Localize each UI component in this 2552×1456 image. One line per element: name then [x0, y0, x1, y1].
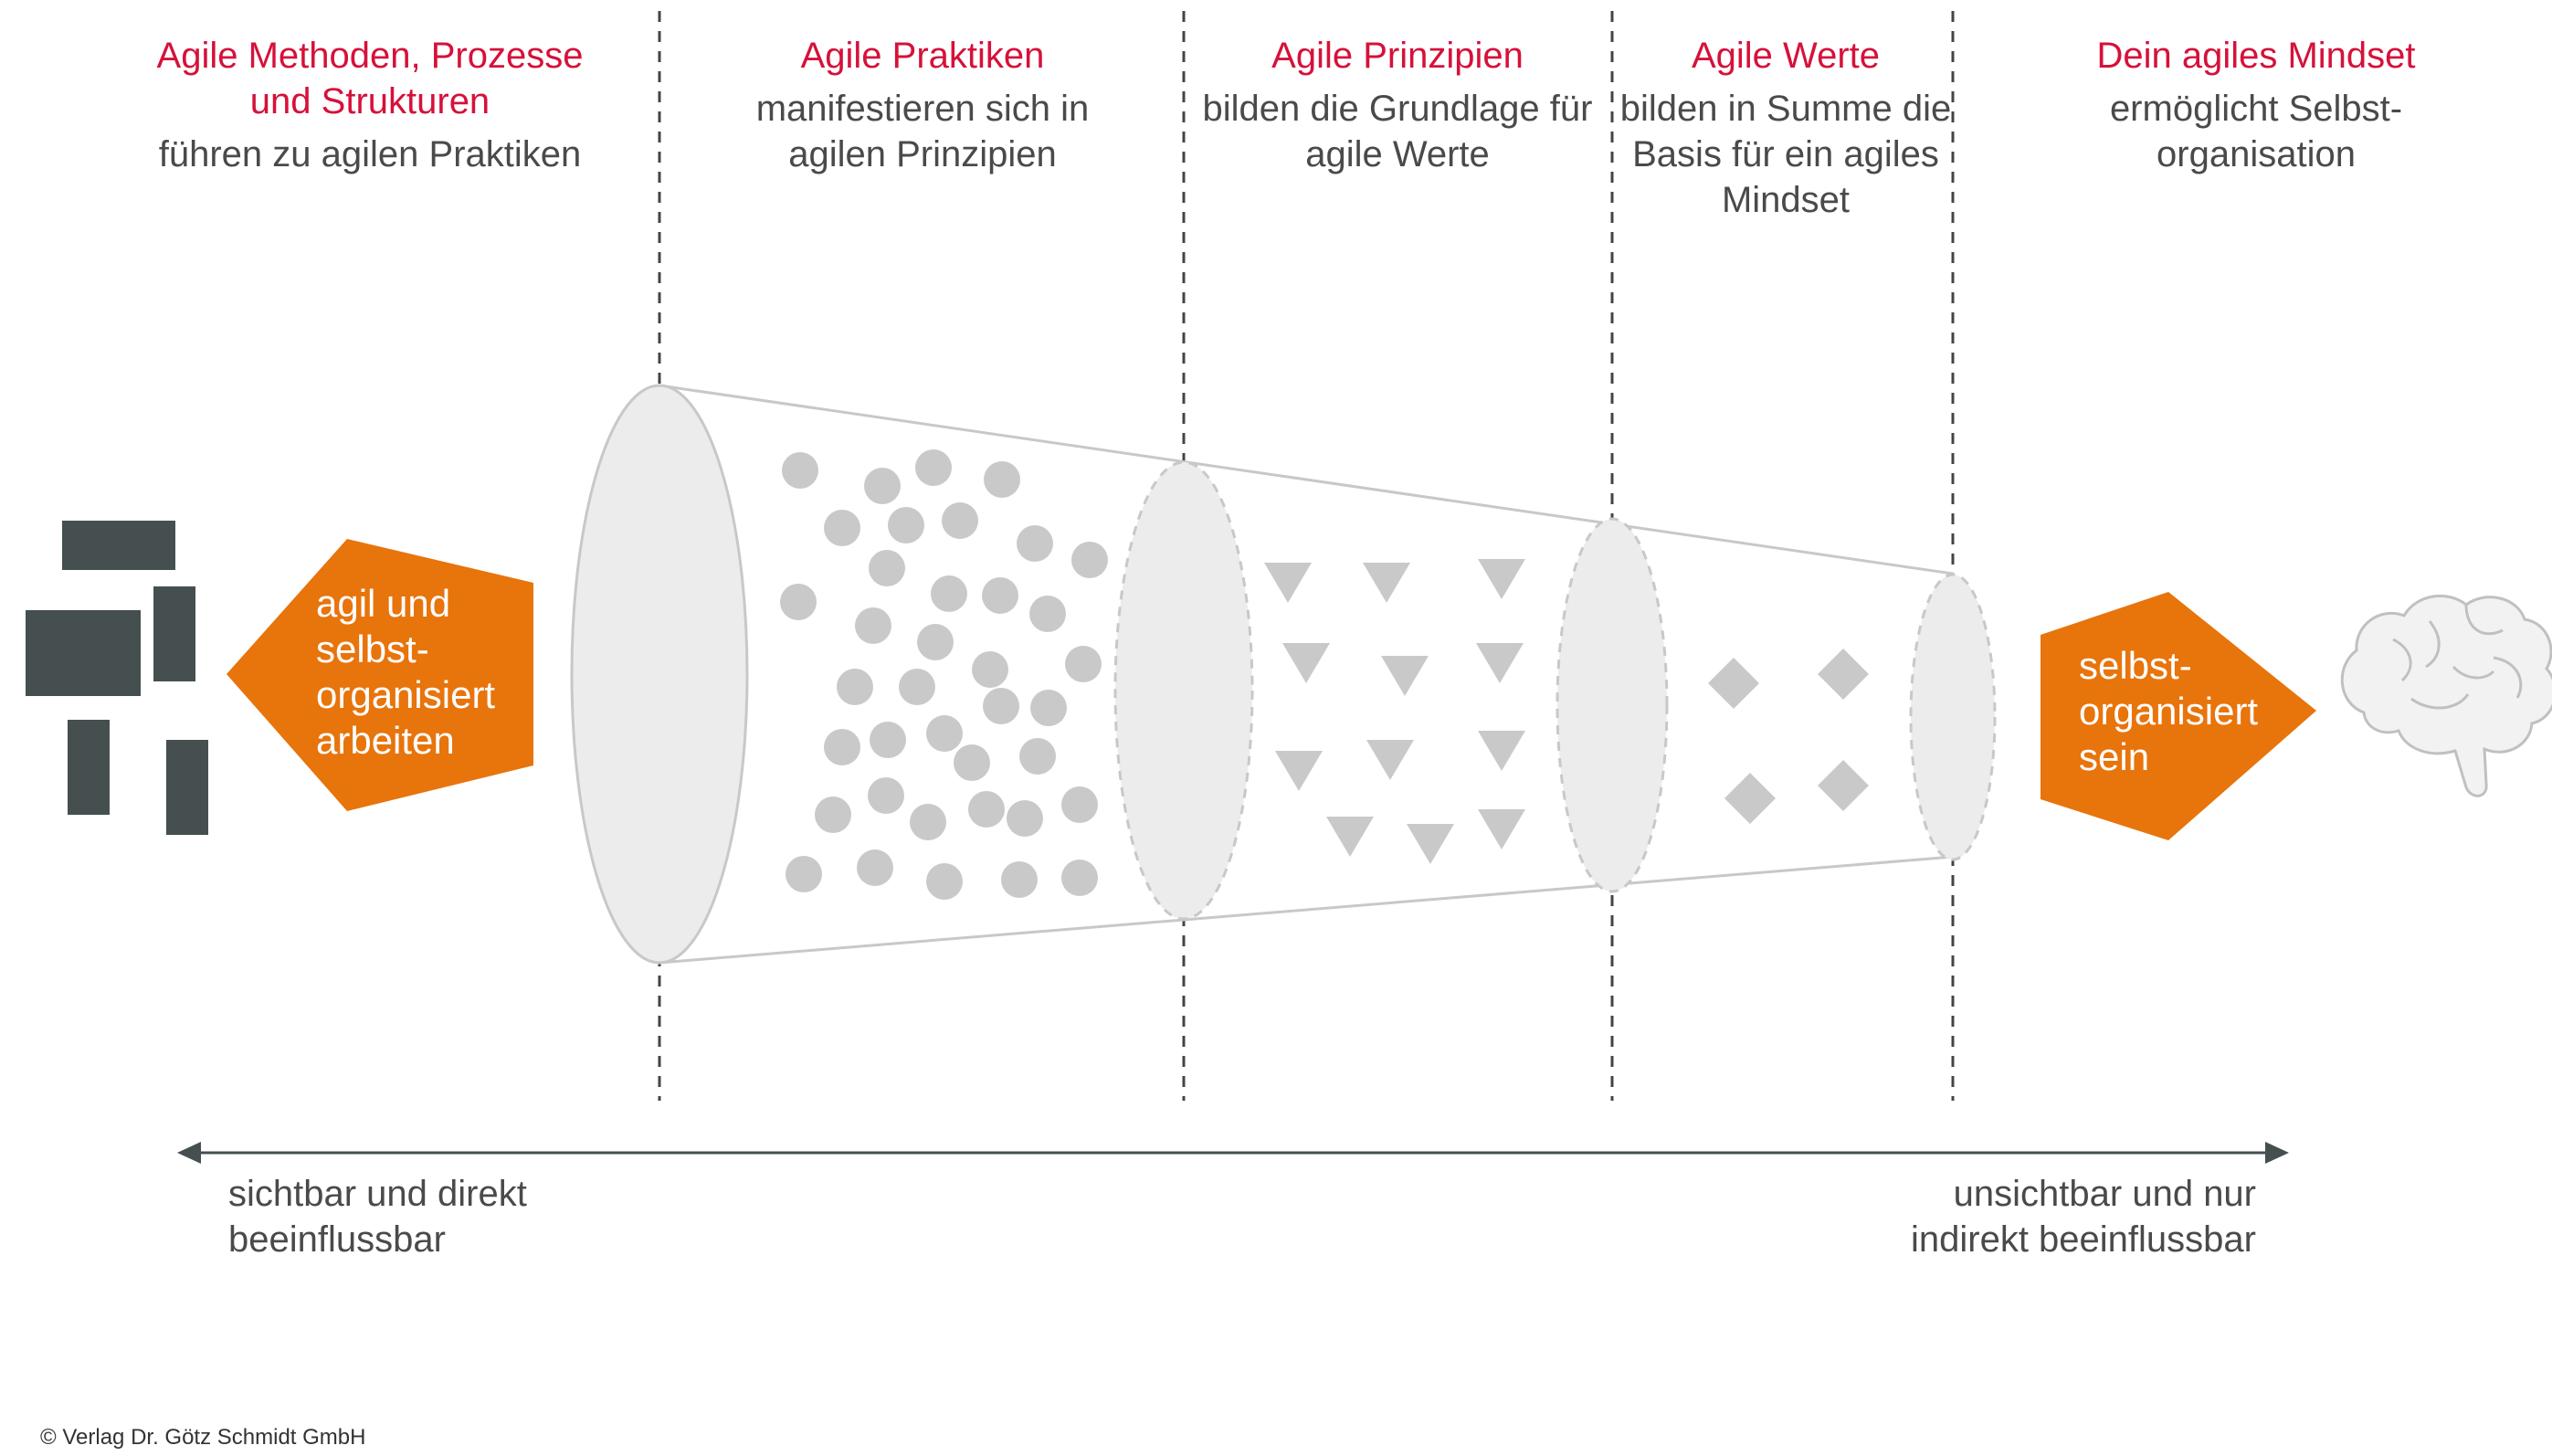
value-diamonds [1708, 649, 1869, 824]
column-title: Agile Prinzipien [1271, 36, 1524, 76]
column-title: Agile Praktiken [800, 36, 1045, 76]
column-title: Dein agiles Mindset [2096, 36, 2416, 76]
column-values: Agile Werte bilden in Summe die Basis fü… [1617, 33, 1955, 223]
column-description: ermöglicht Selbst-organisation [2109, 89, 2403, 174]
right-arrow-label: selbst-organisiert sein [2079, 644, 2259, 778]
column-description: bilden in Summe die Basis für ein agiles… [1619, 89, 1952, 220]
axis-right-label: unsichtbar und nur indirekt beeinflussba… [1911, 1174, 2256, 1260]
column-description: bilden die Grundlage für agile Werte [1202, 89, 1593, 174]
visibility-axis [177, 1142, 2289, 1164]
column-methods: Agile Methoden, Prozesse und Strukturen … [128, 33, 612, 177]
column-practices: Agile Praktiken manifestieren sich in ag… [712, 33, 1133, 177]
column-description: führen zu agilen Praktiken [158, 134, 582, 174]
column-mindset: Dein agiles Mindset ermöglicht Selbst-or… [2073, 33, 2439, 177]
arrowhead-left [177, 1142, 201, 1164]
arrowhead-right [2265, 1142, 2289, 1164]
practice-circles [780, 449, 1108, 900]
column-title: Agile Methoden, Prozesse und Strukturen [156, 36, 584, 121]
column-description: manifestieren sich in agilen Prinzipien [755, 89, 1090, 174]
funnel-ring-principles [1555, 517, 1669, 893]
column-title: Agile Werte [1691, 36, 1880, 76]
funnel-ring-values [1909, 573, 1997, 861]
left-arrow-label: agil und selbst-organisiert arbeiten [316, 582, 496, 762]
column-principles: Agile Prinzipien bilden die Grundlage fü… [1197, 33, 1598, 177]
building-blocks-icon [26, 521, 208, 835]
principle-triangles [1264, 559, 1525, 864]
copyright-notice: © Verlag Dr. Götz Schmidt GmbH [40, 1425, 366, 1450]
left-orange-arrow [227, 539, 533, 811]
funnel-opening [570, 384, 749, 965]
right-orange-arrow [2041, 592, 2316, 840]
axis-left-label: sichtbar und direkt beeinflussbar [228, 1174, 527, 1260]
funnel-ring-practices [1113, 460, 1254, 921]
brain-icon [2340, 594, 2552, 797]
